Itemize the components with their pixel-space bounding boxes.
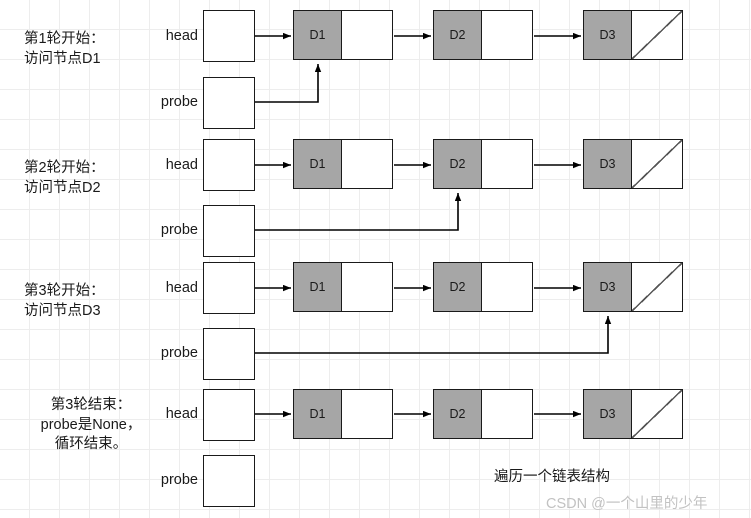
row-2-probe-box[interactable] — [203, 205, 255, 257]
row-4-node-d1-next — [342, 390, 392, 438]
row-1-node-d3-value: D3 — [584, 11, 632, 59]
row-3-node-d2[interactable]: D2 — [433, 262, 533, 312]
row-2-head-box[interactable] — [203, 139, 255, 191]
row-1-caption-line-1: 第1轮开始： — [24, 31, 105, 47]
row-3-node-d1-value: D1 — [294, 263, 342, 311]
row-4-caption: 第3轮结束： probe是None， 循环结束。 — [16, 396, 166, 455]
row-2-node-d2-value: D2 — [434, 140, 482, 188]
row-4-head-label: head — [165, 406, 198, 422]
row-4-probe-box[interactable] — [203, 455, 255, 507]
row-1-node-d3-null-pointer — [632, 11, 682, 59]
row-1-node-d2-value: D2 — [434, 11, 482, 59]
row-2-caption: 第2轮开始： 访问节点D2 — [24, 159, 105, 198]
row-4-caption-line-3: 循环结束。 — [54, 436, 128, 453]
row-4-probe-label: probe — [160, 472, 198, 488]
row-1-head-box[interactable] — [203, 10, 255, 62]
row-4-node-d3-value: D3 — [584, 390, 632, 438]
row-1-caption: 第1轮开始： 访问节点D1 — [24, 30, 105, 69]
row-2-head-label: head — [165, 157, 198, 173]
row-1-probe-label: probe — [160, 94, 198, 110]
row-3-node-d3-value: D3 — [584, 263, 632, 311]
row-4-caption-line-2: probe是None， — [40, 416, 142, 433]
row-4-head-box[interactable] — [203, 389, 255, 441]
row-3-probe-label: probe — [160, 345, 198, 361]
row-4-node-d3-null-pointer — [632, 390, 682, 438]
row-1-node-d1[interactable]: D1 — [293, 10, 393, 60]
csdn-watermark: CSDN @一个山里的少年 — [546, 496, 708, 512]
row-2-node-d3-null-pointer — [632, 140, 682, 188]
diagram-footnote: 遍历一个链表结构 — [494, 469, 610, 485]
row-1-probe-box[interactable] — [203, 77, 255, 129]
row-1-node-d1-value: D1 — [294, 11, 342, 59]
row-1-node-d1-next — [342, 11, 392, 59]
row-2-node-d1-next — [342, 140, 392, 188]
row-3-probe-box[interactable] — [203, 328, 255, 380]
row-3-caption: 第3轮开始： 访问节点D3 — [24, 282, 105, 321]
row-2-node-d1[interactable]: D1 — [293, 139, 393, 189]
row-1-node-d2[interactable]: D2 — [433, 10, 533, 60]
row-4-node-d2[interactable]: D2 — [433, 389, 533, 439]
row-3-node-d1[interactable]: D1 — [293, 262, 393, 312]
row-3-head-box[interactable] — [203, 262, 255, 314]
row-1-head-label: head — [165, 28, 198, 44]
row-2-node-d2-next — [482, 140, 532, 188]
row-3-caption-line-2: 访问节点D3 — [24, 302, 101, 319]
row-4-caption-line-1: 第3轮结束： — [50, 397, 132, 413]
row-3-node-d2-next — [482, 263, 532, 311]
row-1-node-d3[interactable]: D3 — [583, 10, 683, 60]
row-3-node-d2-value: D2 — [434, 263, 482, 311]
row-2-node-d3-value: D3 — [584, 140, 632, 188]
row-4-node-d2-next — [482, 390, 532, 438]
row-3-head-label: head — [165, 280, 198, 296]
row-2-caption-line-1: 第2轮开始： — [24, 160, 105, 176]
row-2-probe-label: probe — [160, 222, 198, 238]
row-4-node-d1-value: D1 — [294, 390, 342, 438]
row-2-node-d1-value: D1 — [294, 140, 342, 188]
row-1-caption-line-2: 访问节点D1 — [24, 50, 101, 67]
row-3-node-d1-next — [342, 263, 392, 311]
row-4-node-d3[interactable]: D3 — [583, 389, 683, 439]
row-3-caption-line-1: 第3轮开始： — [24, 283, 105, 299]
row-1-node-d2-next — [482, 11, 532, 59]
row-3-node-d3-null-pointer — [632, 263, 682, 311]
row-2-node-d2[interactable]: D2 — [433, 139, 533, 189]
row-2-node-d3[interactable]: D3 — [583, 139, 683, 189]
row-4-node-d1[interactable]: D1 — [293, 389, 393, 439]
row-4-node-d2-value: D2 — [434, 390, 482, 438]
row-3-node-d3[interactable]: D3 — [583, 262, 683, 312]
row-2-caption-line-2: 访问节点D2 — [24, 179, 101, 196]
